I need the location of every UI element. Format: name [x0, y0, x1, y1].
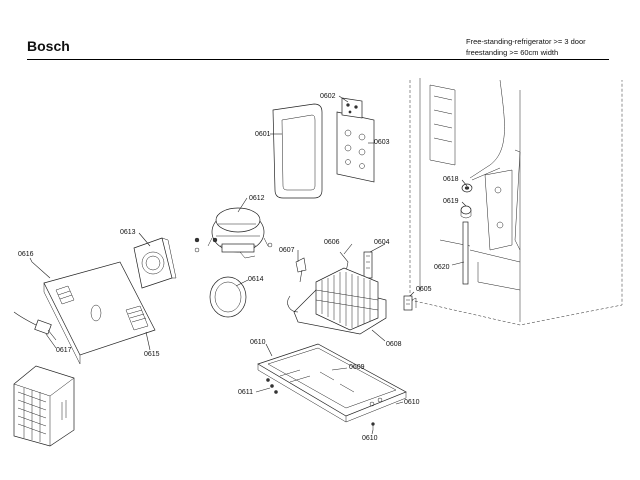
part-0607-valve [295, 257, 307, 283]
part-lower-box [13, 365, 75, 447]
part-0615-grille [43, 261, 156, 365]
label-0618: 0618 [443, 176, 459, 183]
header-line-2: freestanding >= 60cm width [466, 48, 559, 57]
label-0603: 0603 [374, 139, 390, 146]
label-0602: 0602 [320, 93, 336, 100]
brand-name: Bosch [27, 38, 70, 54]
part-0605-clip [403, 295, 417, 311]
part-0612-compressor [194, 207, 273, 259]
label-0615: 0615 [144, 351, 160, 358]
part-0603-panel [336, 111, 375, 183]
label-0614: 0614 [248, 276, 264, 283]
header-line-1: Free-standing-refrigerator >= 3 door [466, 37, 586, 46]
header-rule [27, 59, 609, 60]
label-0619: 0619 [443, 198, 459, 205]
part-0620-rod [462, 221, 469, 285]
part-labels: 0601 0602 0603 0604 0605 0606 0607 0608 … [18, 93, 459, 442]
part-0613-shroud [133, 237, 177, 289]
part-0619-cap [460, 205, 472, 219]
label-0613: 0613 [120, 229, 136, 236]
label-0610-bottom: 0610 [362, 435, 378, 442]
label-0612: 0612 [249, 195, 265, 202]
cabinet-back-wall [409, 78, 623, 326]
label-0620: 0620 [434, 264, 450, 271]
part-0617-cable [13, 311, 57, 341]
label-0607: 0607 [279, 247, 295, 254]
label-0604: 0604 [374, 239, 390, 246]
label-0617: 0617 [56, 347, 72, 354]
label-0616: 0616 [18, 251, 34, 258]
label-0611: 0611 [238, 389, 253, 396]
label-0606: 0606 [324, 239, 340, 246]
label-0610-right: 0610 [404, 399, 420, 406]
label-0609: 0609 [349, 364, 365, 371]
part-0611-screws [266, 378, 278, 394]
label-0605: 0605 [416, 286, 432, 293]
label-0608: 0608 [386, 341, 402, 348]
part-0601-frame [272, 103, 323, 199]
part-0604-dryer [363, 251, 373, 279]
part-0618-fitting [461, 183, 473, 193]
part-0610-screw [371, 422, 375, 430]
label-0601: 0601 [255, 131, 271, 138]
part-0609-tray [257, 343, 407, 423]
part-0608-condenser [287, 267, 387, 335]
part-0614-fan-ring [209, 276, 247, 318]
leader-lines [29, 95, 468, 435]
label-0610-top: 0610 [250, 339, 266, 346]
part-0602-plate [341, 97, 363, 119]
